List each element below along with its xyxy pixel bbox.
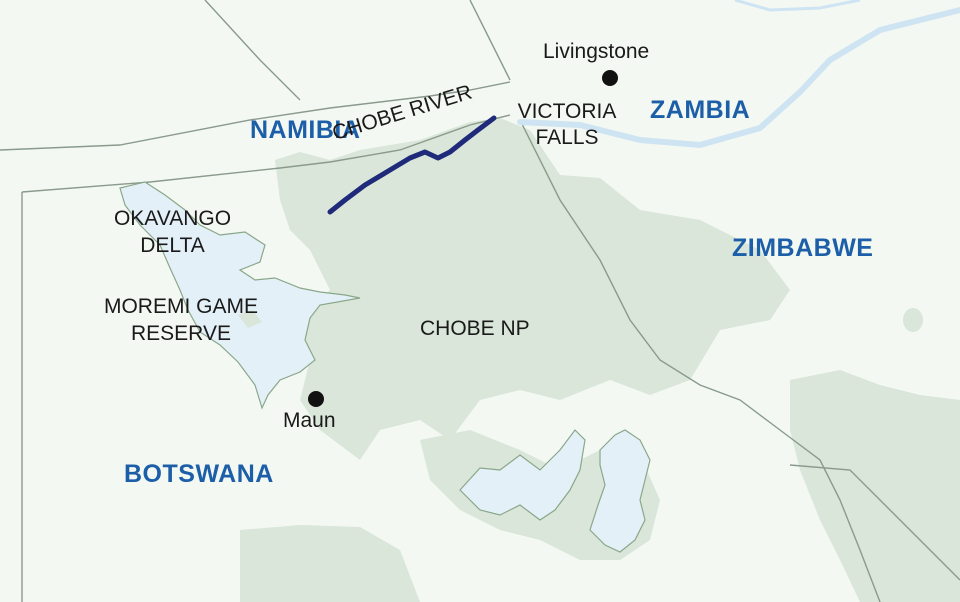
namibia-strip-border bbox=[0, 81, 511, 151]
victoria-label-line1: VICTORIA bbox=[517, 100, 617, 123]
zambia-north-border bbox=[469, 0, 511, 81]
moremi-game-reserve-label: MOREMI GAME RESERVE bbox=[86, 296, 276, 344]
zambezi-river-upper bbox=[734, 0, 861, 12]
zambezi-river bbox=[517, 7, 960, 149]
moremi-label-line1: MOREMI GAME bbox=[103, 295, 258, 318]
moremi-label-line2: RESERVE bbox=[131, 322, 231, 345]
country-label-namibia: NAMIBIA bbox=[250, 116, 361, 144]
eastern-forest-reserve-area bbox=[790, 370, 960, 602]
maun-marker bbox=[308, 391, 324, 407]
country-label-zimbabwe: ZIMBABWE bbox=[732, 234, 874, 262]
ntwetwe-pan-water bbox=[589, 429, 651, 553]
okavango-island bbox=[238, 310, 262, 328]
maun-label: Maun bbox=[283, 409, 336, 432]
okavango-label-line2: DELTA bbox=[140, 234, 205, 257]
livingstone-label: Livingstone bbox=[543, 40, 650, 63]
okavango-delta-label: OKAVANGO DELTA bbox=[100, 208, 245, 256]
livingstone-marker bbox=[602, 70, 618, 86]
chobe-river-line bbox=[327, 115, 497, 215]
chobe-np-label: CHOBE NP bbox=[420, 317, 530, 340]
small-pan bbox=[903, 308, 923, 332]
eastern-border bbox=[789, 464, 960, 581]
victoria-falls-label: VICTORIA FALLS bbox=[508, 101, 626, 148]
sua-pan-water bbox=[459, 429, 586, 521]
southwest-area bbox=[240, 525, 420, 602]
chobe-national-park-area bbox=[275, 118, 790, 460]
zambia-border bbox=[204, 0, 301, 101]
okavango-label-line1: OKAVANGO bbox=[113, 207, 232, 230]
country-label-zambia: ZAMBIA bbox=[650, 96, 751, 124]
victoria-label-line2: FALLS bbox=[535, 126, 599, 149]
country-label-botswana: BOTSWANA bbox=[124, 460, 274, 488]
zimbabwe-border bbox=[519, 119, 881, 602]
okavango-delta-water bbox=[119, 181, 361, 410]
namibia-botswana-border bbox=[21, 114, 511, 193]
